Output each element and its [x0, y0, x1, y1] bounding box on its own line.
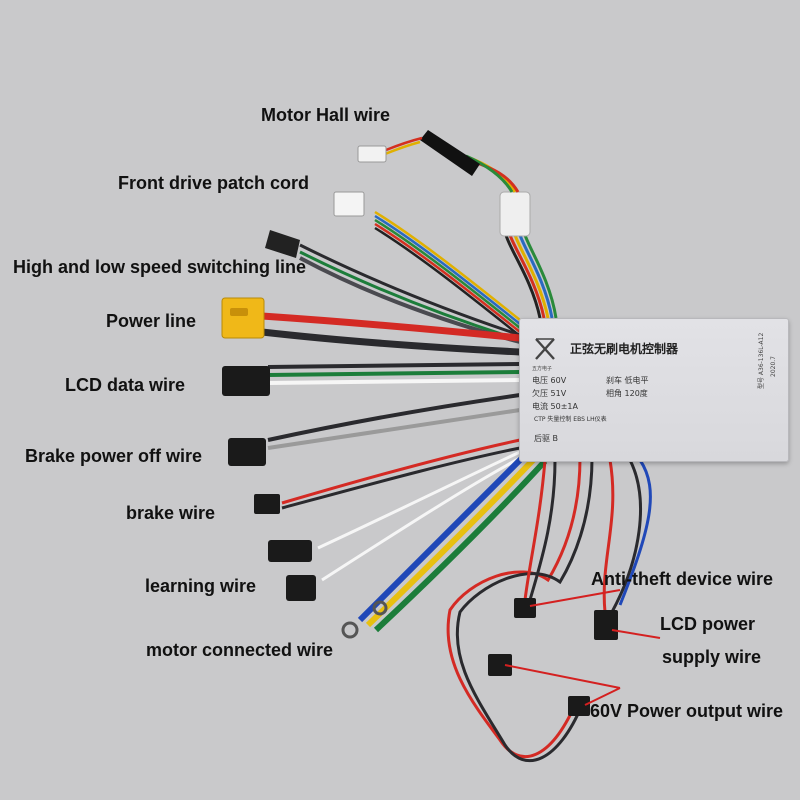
brake-connector	[254, 494, 280, 514]
label-learning-wire: learning wire	[145, 576, 257, 596]
label-power-line: Power line	[106, 311, 197, 331]
xt60-connector	[221, 297, 265, 339]
controller-current: 电流 50±1A	[532, 402, 578, 411]
label-speed-switching-line: High and low speed switching line	[13, 257, 307, 277]
controller-brake-spec: 刹车 低电平	[606, 376, 649, 385]
controller-rear-drive: 后驱 B	[534, 434, 559, 443]
label-motor-hall-wire: Motor Hall wire	[261, 105, 391, 125]
label-lcd-power: LCD power	[660, 614, 756, 634]
power-output-connector-a	[488, 654, 512, 676]
learning-connector-b	[286, 575, 316, 601]
learning-connector-a	[268, 540, 312, 562]
lcd-data-wire	[222, 362, 521, 396]
hall-heatshrink	[420, 130, 480, 176]
brake-wire	[254, 438, 521, 514]
front-drive-patch-cord	[333, 191, 521, 337]
controller-features: CTP 失量控制 EBS LH仪表	[534, 416, 607, 423]
label-supply-wire: supply wire	[662, 647, 762, 667]
lcd-data-connector	[222, 366, 270, 396]
controller-title: 正弦无刷电机控制器	[570, 342, 679, 356]
lcd-power-loop	[594, 459, 652, 640]
front-drive-connector	[333, 191, 365, 217]
power-output-connector-b	[568, 696, 590, 716]
hall-sensor-connector	[357, 145, 387, 163]
label-brake-wire: brake wire	[126, 503, 216, 523]
motor-connected-wire	[341, 452, 548, 639]
annotation-arrows	[504, 589, 661, 706]
speed-switch-connector	[265, 230, 300, 258]
ring-terminal-2	[372, 600, 388, 616]
hall-motor-connector	[499, 191, 531, 237]
brand-logo-icon	[535, 338, 555, 360]
label-lcd-data-wire: LCD data wire	[65, 375, 186, 395]
label-brake-power-off-wire: Brake power off wire	[25, 446, 203, 466]
lcd-power-arrow	[611, 629, 661, 639]
learning-wire	[268, 450, 521, 601]
controller-voltage: 电压 60V	[532, 376, 567, 385]
controller-model: 型号 A36-136L-A12	[758, 332, 765, 389]
anti-theft-loop	[514, 459, 557, 618]
power-output-arrow-a	[504, 664, 621, 689]
controller-brand: 五方电子	[532, 366, 553, 372]
power-output-arrow-b	[584, 687, 621, 706]
anti-theft-connector	[514, 598, 536, 618]
lcd-power-connector	[594, 610, 618, 640]
power-output-loop	[446, 457, 594, 763]
brake-power-off-connector	[228, 438, 266, 466]
controller-undervoltage: 欠压 51V	[532, 389, 567, 398]
label-front-drive-patch-cord: Front drive patch cord	[118, 173, 310, 193]
label-motor-connected-wire: motor connected wire	[146, 640, 334, 660]
controller-date: 2020.7	[770, 356, 777, 377]
controller-phase-angle: 相角 120度	[606, 389, 648, 398]
ring-terminal-1	[341, 621, 359, 639]
motor-hall-wire	[357, 130, 558, 319]
label-anti-theft-device-wire: Anti-theft device wire	[591, 569, 774, 589]
controller-box: 五方电子 正弦无刷电机控制器 电压 60V 欠压 51V 电流 50±1A 刹车…	[519, 318, 789, 462]
anti-theft-arrow	[529, 589, 621, 607]
brake-power-off-wire	[228, 393, 521, 466]
label-power-output-wire: 60V Power output wire	[590, 701, 784, 721]
power-line	[221, 297, 521, 356]
